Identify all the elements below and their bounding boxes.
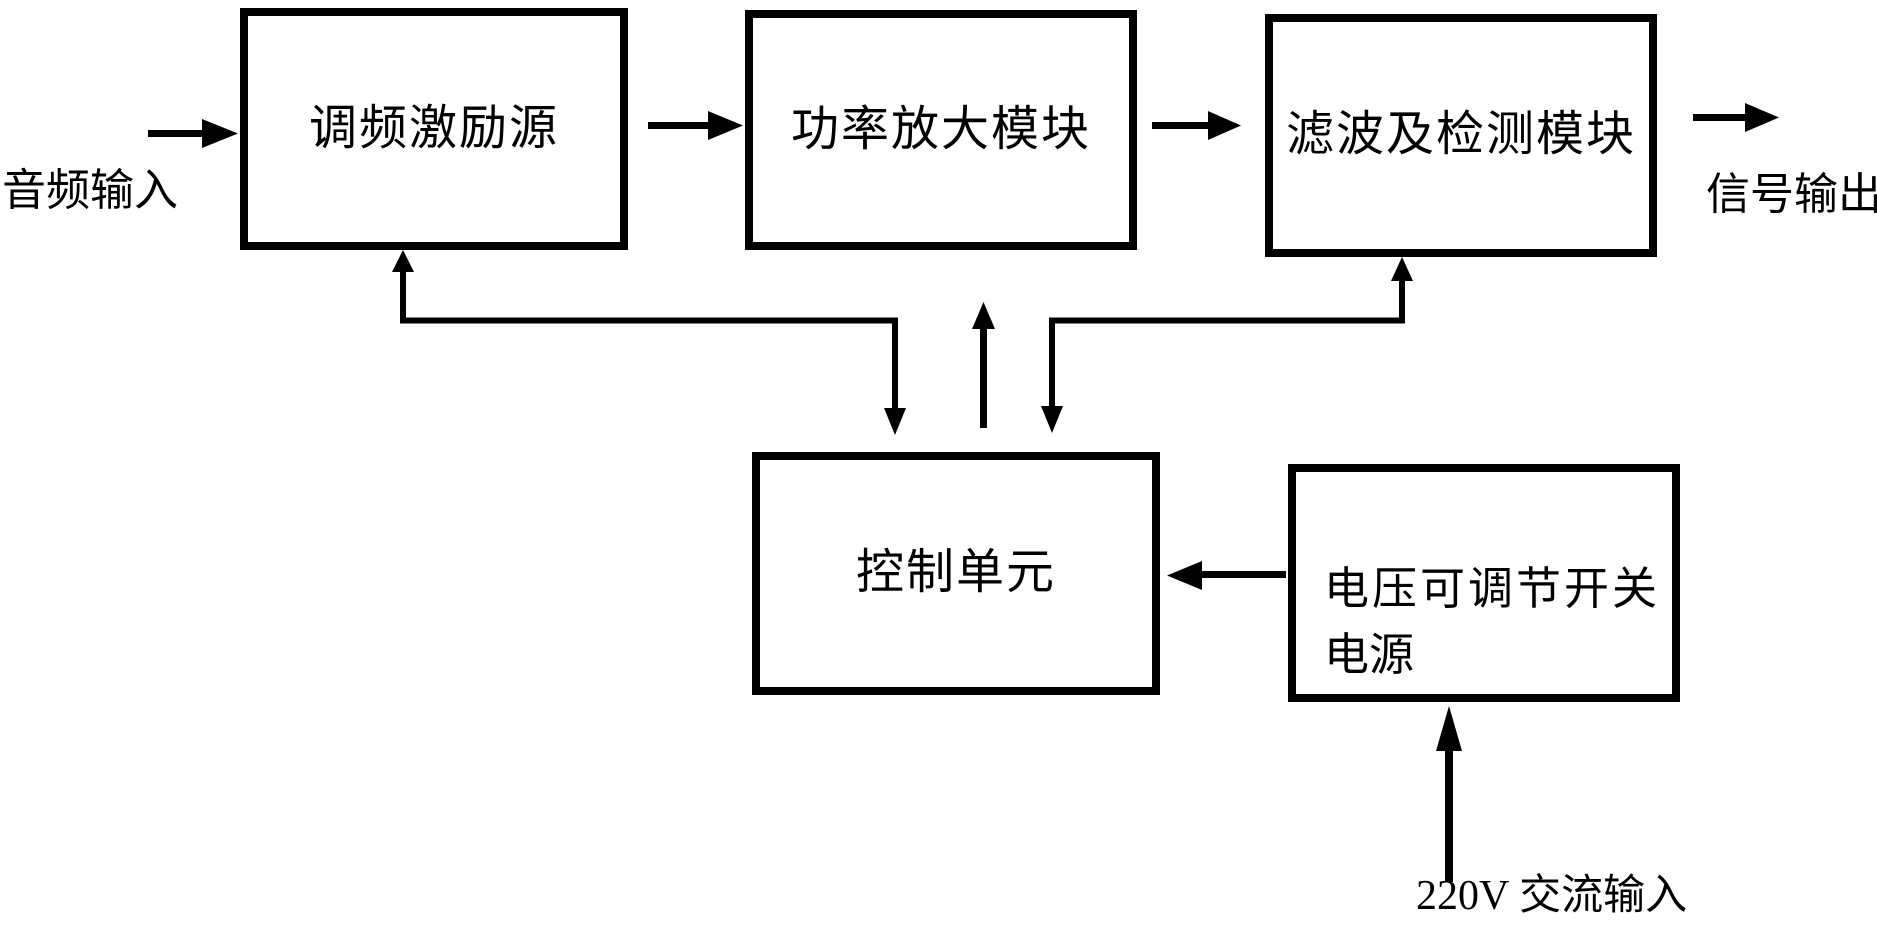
fm-to-pa-arrow — [648, 111, 743, 140]
audio-input-label: 音频输入 — [2, 166, 178, 215]
fm-exciter-label: 调频激励源 — [308, 101, 559, 155]
power-supply-label-line1: 电压可调节开关 — [1324, 564, 1661, 614]
control-fm-link — [392, 250, 906, 435]
psu-to-control-arrow — [1167, 561, 1286, 590]
power-amp-box: 功率放大模块 — [745, 10, 1137, 250]
power-supply-label: 电压可调节开关 电源 — [1296, 472, 1672, 688]
power-supply-box: 电压可调节开关 电源 — [1288, 464, 1680, 702]
control-unit-label: 控制单元 — [855, 546, 1056, 600]
control-filter-link — [1041, 257, 1413, 433]
audio-input-arrow — [148, 119, 238, 148]
ac-input-arrow — [1436, 706, 1462, 882]
signal-output-arrow — [1693, 103, 1779, 132]
fm-exciter-box: 调频激励源 — [240, 8, 628, 250]
filter-detect-box: 滤波及检测模块 — [1265, 14, 1657, 257]
signal-output-label: 信号输出 — [1706, 170, 1877, 219]
pa-to-filter-arrow — [1152, 111, 1241, 140]
power-supply-label-line2: 电源 — [1324, 630, 1415, 680]
control-unit-box: 控制单元 — [752, 452, 1160, 695]
power-amp-label: 功率放大模块 — [790, 102, 1091, 156]
filter-detect-label: 滤波及检测模块 — [1285, 108, 1636, 162]
ac-input-label: 220V 交流输入 — [1416, 873, 1688, 919]
control-pa-arrow — [972, 302, 995, 428]
